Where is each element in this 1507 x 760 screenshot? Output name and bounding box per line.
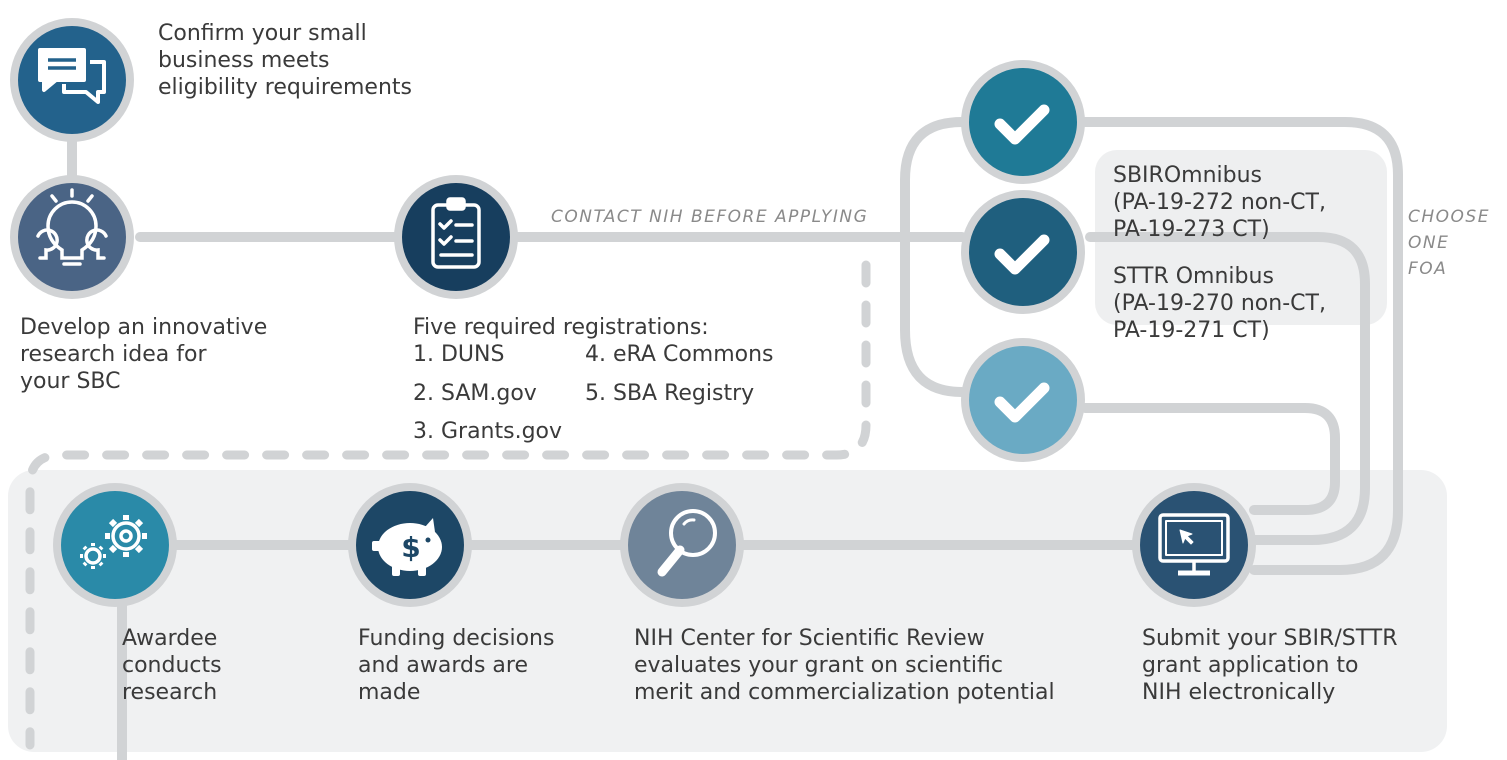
computer-monitor-icon bbox=[1158, 513, 1230, 576]
review-line-1: NIH Center for Scientific Review bbox=[634, 626, 985, 651]
review-label: NIH Center for Scientific Review evaluat… bbox=[634, 625, 1055, 706]
checkmark-icon bbox=[994, 382, 1050, 423]
registration-item-duns: 1. DUNS bbox=[413, 342, 505, 367]
sbir-line-3: PA-19-273 CT) bbox=[1113, 217, 1270, 242]
registration-item-sba: 5. SBA Registry bbox=[585, 381, 755, 406]
eligibility-node bbox=[10, 18, 134, 142]
choose-note-line-3: FOA bbox=[1408, 259, 1448, 279]
sttr-omnibus-label: STTR Omnibus (PA-19-270 non-CT, PA-19-27… bbox=[1113, 263, 1326, 344]
submit-label: Submit your SBIR/STTR grant application … bbox=[1142, 625, 1397, 706]
sbir-line-2: (PA-19-272 non-CT, bbox=[1113, 190, 1326, 215]
eligibility-label: Confirm your small business meets eligib… bbox=[158, 20, 412, 101]
checkmark-icon bbox=[994, 104, 1050, 145]
idea-line-3: your SBC bbox=[20, 369, 121, 394]
piggy-bank-dollar-icon: $ bbox=[372, 518, 442, 576]
review-line-3: merit and commercialization potential bbox=[634, 680, 1055, 705]
eligibility-line-2: business meets bbox=[158, 48, 330, 73]
contact-nih-note: CONTACT NIH BEFORE APPLYING bbox=[551, 207, 869, 227]
sttr-line-1: STTR Omnibus bbox=[1113, 264, 1274, 289]
idea-label: Develop an innovative research idea for … bbox=[20, 314, 267, 395]
idea-line-2: research idea for bbox=[20, 342, 207, 367]
connectors bbox=[67, 117, 1403, 760]
magnifying-glass-icon bbox=[657, 509, 717, 577]
idea-line-1: Develop an innovative bbox=[20, 315, 268, 340]
check-node-sttr bbox=[961, 190, 1085, 314]
registrations-node bbox=[394, 175, 518, 299]
registrations-title: Five required registrations: bbox=[413, 315, 709, 340]
submit-line-3: NIH electronically bbox=[1142, 680, 1336, 705]
sbir-line-1: SBIROmnibus bbox=[1113, 163, 1263, 188]
lightbulb-icon bbox=[36, 188, 108, 266]
check-node-other bbox=[961, 338, 1085, 462]
funding-line-1: Funding decisions bbox=[358, 626, 555, 651]
funding-label: Funding decisions and awards are made bbox=[358, 625, 554, 706]
funding-node: $ bbox=[348, 483, 472, 607]
eligibility-line-1: Confirm your small bbox=[158, 21, 367, 46]
clipboard-checklist-icon bbox=[431, 197, 481, 269]
check-node-sbir bbox=[961, 60, 1085, 184]
choose-note-line-2: ONE bbox=[1408, 233, 1450, 253]
research-node bbox=[53, 483, 177, 607]
submit-line-1: Submit your SBIR/STTR bbox=[1142, 626, 1398, 651]
checkmark-icon bbox=[994, 234, 1050, 275]
review-line-2: evaluates your grant on scientific bbox=[634, 653, 1003, 678]
eligibility-line-3: eligibility requirements bbox=[158, 75, 412, 100]
sbir-omnibus-label: SBIROmnibus (PA-19-272 non-CT, PA-19-273… bbox=[1113, 162, 1326, 243]
svg-text:$: $ bbox=[401, 531, 420, 564]
research-line-1: Awardee bbox=[122, 626, 218, 651]
review-node bbox=[620, 483, 744, 607]
research-line-3: research bbox=[122, 680, 218, 705]
choose-one-foa-note: CHOOSE ONE FOA bbox=[1408, 204, 1490, 282]
submit-line-2: grant application to bbox=[1142, 653, 1359, 678]
chat-bubbles-icon bbox=[38, 48, 106, 104]
registration-item-grants: 3. Grants.gov bbox=[413, 419, 563, 444]
choose-note-line-1: CHOOSE bbox=[1408, 207, 1490, 227]
registration-item-era: 4. eRA Commons bbox=[585, 342, 774, 367]
submit-node bbox=[1132, 483, 1256, 607]
dashed-connector bbox=[25, 260, 871, 750]
sttr-line-2: (PA-19-270 non-CT, bbox=[1113, 291, 1326, 316]
sttr-line-3: PA-19-271 CT) bbox=[1113, 318, 1270, 343]
research-line-2: conducts bbox=[122, 653, 222, 678]
idea-node bbox=[10, 175, 134, 299]
gears-icon bbox=[80, 515, 147, 569]
registration-item-sam: 2. SAM.gov bbox=[413, 381, 537, 406]
funding-line-3: made bbox=[358, 680, 421, 705]
funding-line-2: and awards are bbox=[358, 653, 528, 678]
research-label: Awardee conducts research bbox=[122, 625, 222, 706]
